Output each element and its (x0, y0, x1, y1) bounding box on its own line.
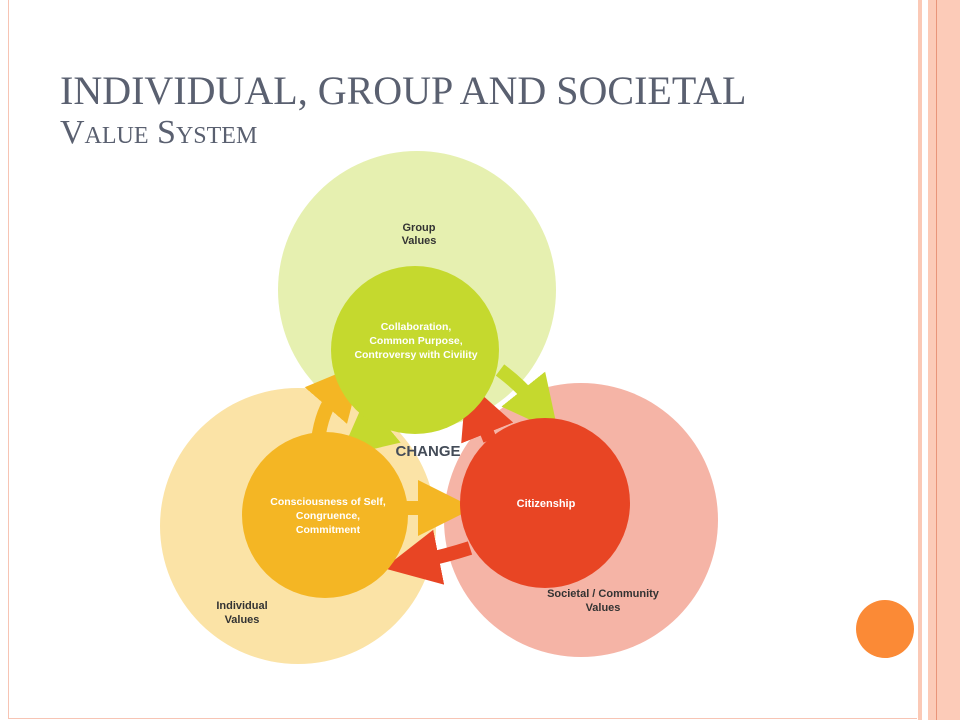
slide-border (8, 0, 917, 719)
individual-inner-label: Congruence, (296, 510, 360, 522)
citizenship-label: Citizenship (517, 498, 576, 510)
citizenship-circle (460, 418, 630, 588)
slide-title: INDIVIDUAL, GROUP AND SOCIETAL Value Sys… (60, 70, 746, 154)
group-values-label: Group (403, 222, 436, 234)
group-inner-label: Controversy with Civility (354, 349, 477, 361)
arrow-societal-to-individual (383, 529, 473, 585)
societal-values-label: Societal / Community (547, 588, 660, 600)
group-inner-circle (331, 266, 499, 434)
group-inner-label: Common Purpose, (369, 335, 462, 347)
decorative-stripe (918, 0, 922, 720)
individual-inner-label: Consciousness of Self, (270, 496, 386, 508)
arrow-group-to-societal (495, 364, 559, 433)
individual-values-label: Individual (216, 600, 267, 612)
individual-inner-label: Commitment (296, 524, 361, 536)
societal-values-label: Values (586, 602, 621, 614)
title-line-2: Value System (60, 114, 258, 151)
group-values-label: Values (402, 235, 437, 247)
decorative-stripe (928, 0, 960, 720)
group-inner-label: Collaboration, (381, 321, 452, 333)
individual-values-label: Values (225, 614, 260, 626)
individual-inner-circle (242, 432, 408, 598)
decorative-stripe (936, 0, 937, 720)
change-label: CHANGE (395, 443, 460, 460)
decorative-orange-dot (856, 600, 914, 658)
title-line-1: INDIVIDUAL, GROUP AND SOCIETAL (60, 68, 747, 113)
arrow-societal-to-group (461, 381, 514, 444)
